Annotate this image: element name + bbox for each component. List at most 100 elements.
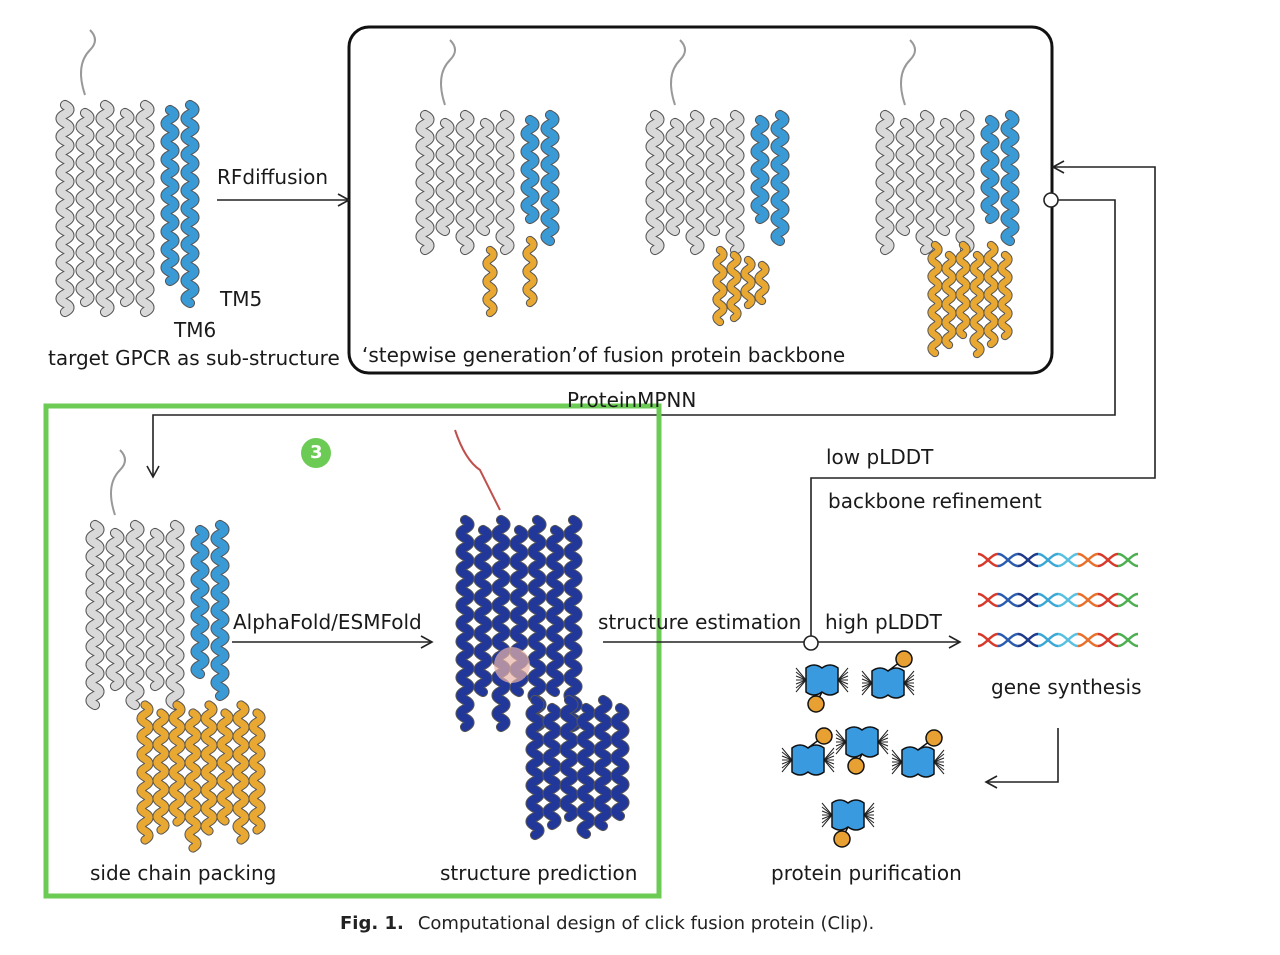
predicted-helix [546,525,564,697]
fusion-helix [741,256,755,309]
glycan-icon [781,755,793,761]
glycan-icon [795,679,807,685]
target-gpcr-structure [55,29,200,318]
glycan-icon [781,751,793,761]
glycan-icon [821,814,833,828]
predicted-helix [474,525,492,697]
glycan-icon [835,729,847,743]
click-tag-icon [807,695,825,713]
fusion-domain-helix [217,709,233,825]
tm6-helix [771,110,789,246]
predicted-helix [456,515,474,732]
glycan-icon [823,751,835,761]
dna-strand [1097,552,1119,568]
dna-strand [1037,552,1059,568]
dna-strand [1097,632,1119,648]
glycan-icon [823,759,835,773]
glycan-icon [837,675,849,681]
predicted-helix [492,515,510,732]
receptor-helix [436,118,454,236]
protein-body-icon [845,726,879,758]
tm6-helix [541,110,559,246]
receptor-helix [106,528,124,691]
purified-protein-icon [781,727,835,776]
receptor-helix [936,118,954,236]
glycan-icon [933,749,945,763]
tm5-helix [191,525,209,679]
protein-body-icon [791,744,825,776]
n-terminus-tail [900,39,916,106]
dna-strand [1117,592,1139,608]
glycan-icon [861,674,873,684]
click-tag-icon [925,729,943,747]
glycan-icon [903,678,915,684]
dna-strand [997,592,1019,608]
receptor-helix [896,118,914,236]
fusion-domain-helix [137,701,153,844]
dna-strand [1037,592,1059,608]
predicted-helix [611,703,629,821]
glycan-icon [795,671,807,681]
fusion-domain-helix [185,709,201,852]
fusion-helix [523,236,537,307]
dna-strand [977,592,999,608]
tm5-helix [751,115,769,224]
dna-strand [1017,552,1039,568]
glycan-icon [863,806,875,816]
glycan-icon [835,741,847,755]
receptor-helix [646,110,664,255]
glycan-icon [891,753,903,763]
receptor-helix [916,110,934,255]
dna-strand [1037,632,1059,648]
branch-node-plddt [803,635,819,651]
click-tag-icon [833,830,851,848]
receptor-helix [726,110,744,255]
receptor-helix [416,110,434,255]
predicted-helix [528,515,546,732]
glycan-icon [933,761,945,767]
dna-strand [1117,552,1139,568]
receptor-helix [496,110,514,255]
side-chain-packed-model [85,449,266,853]
glycan-icon [863,802,875,816]
glycan-icon [795,675,807,681]
glycan-icon [933,753,945,763]
receptor-helix [56,100,74,317]
tm6-helix [211,520,229,701]
glycan-icon [903,670,915,684]
glycan-icon [863,810,875,816]
dna-strand [1057,592,1079,608]
glycan-icon [823,759,835,765]
fusion-helix [942,251,956,349]
dna-double-helix [977,552,1139,568]
receptor-helix [96,100,114,317]
receptor-helix [666,118,684,236]
step-number: 3 [310,442,323,463]
side-chain-packing-label: side chain packing [90,861,277,885]
fusion-domain-helix [153,709,169,834]
ligand-region [494,647,530,683]
protein-body-icon [871,667,905,699]
protein-body-icon [901,746,935,778]
figure-caption: Fig. 1.Computational design of click fus… [340,913,874,934]
receptor-helix [686,110,704,255]
step-3-badge [301,438,331,468]
dna-strand [977,552,999,568]
fusion-domain-helix [201,701,217,835]
glycan-icon [821,802,833,816]
glycan-icon [795,667,807,681]
receptor-helix [456,110,474,255]
dna-strand [1077,632,1099,648]
dna-strand [997,552,1019,568]
fusion-helix [984,241,998,348]
dna-strand [1117,632,1139,648]
receptor-helix [86,520,104,710]
dna-strand [1077,592,1099,608]
glycan-icon [861,678,873,684]
glycan-icon [781,759,793,773]
rfdiffusion-label: RFdiffusion [217,165,328,189]
n-terminus-tail [440,39,456,106]
branch-node-top [1043,192,1059,208]
step-3-highlight-box [43,403,662,899]
